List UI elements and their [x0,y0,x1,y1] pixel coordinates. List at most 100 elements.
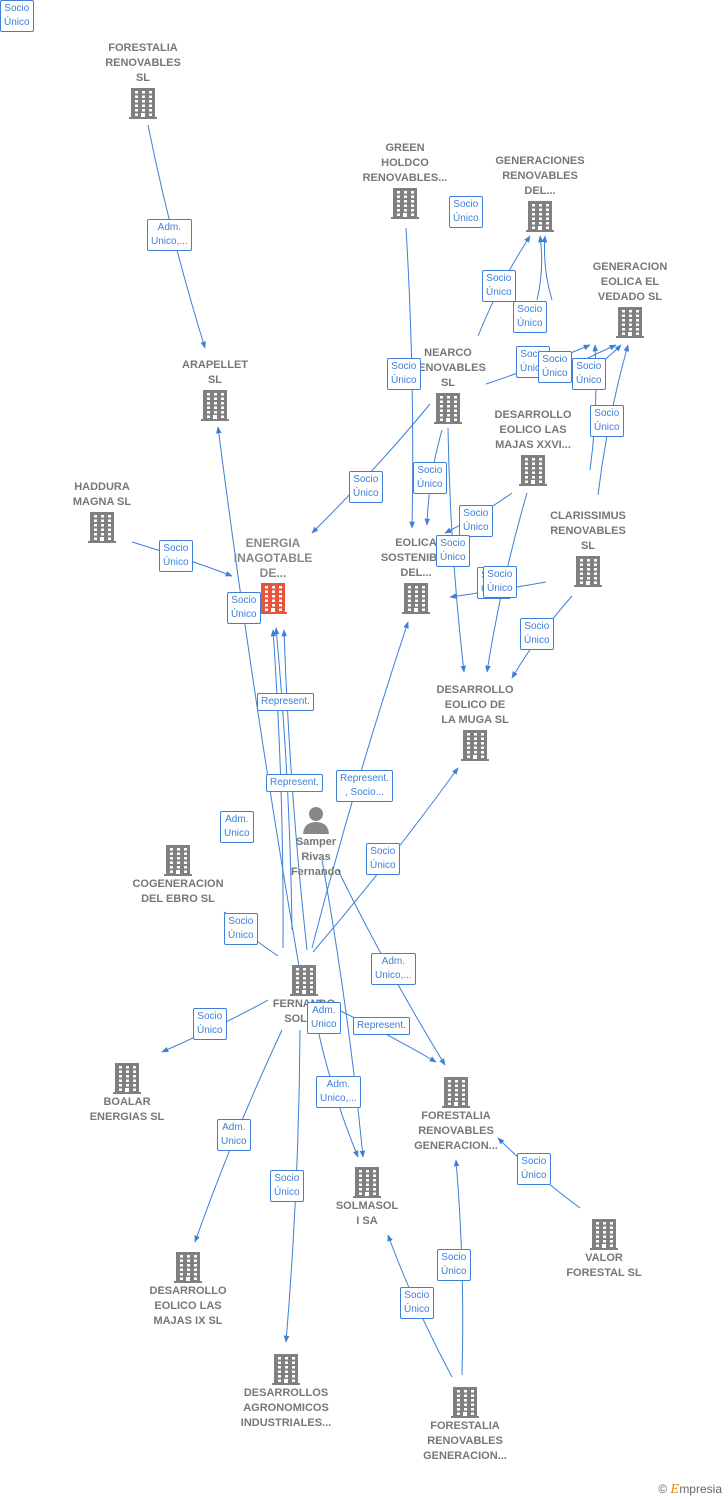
relation-badge[interactable]: Socio Único [590,405,624,437]
relation-badge[interactable]: Adm. Unico,... [371,953,416,985]
relation-badge[interactable]: Adm. Unico [220,811,254,843]
relation-badge[interactable]: Represent. [257,693,314,711]
node-label[interactable]: FORESTALIA RENOVABLES SL [105,42,181,84]
relation-edge [321,859,366,1158]
relation-badge[interactable]: Adm. Unico,... [316,1076,361,1108]
node-haddura[interactable]: HADDURA MAGNA SL [42,480,162,544]
node-label[interactable]: CLARISSIMUS RENOVABLES SL [550,510,626,552]
relation-badge[interactable]: Socio Único [227,592,261,624]
node-label[interactable]: VALOR FORESTAL SL [566,1252,642,1279]
relation-badge[interactable]: Socio Único [436,535,470,567]
building-icon [442,1077,470,1108]
relation-badge[interactable]: Socio Único [538,351,572,383]
node-label[interactable]: FERNANDO SOL SL [272,998,336,1025]
node-clarissimus[interactable]: CLARISSIMUS RENOVABLES SL [528,509,648,588]
brand-name: mpresia [679,1482,722,1496]
node-label[interactable]: GENERACIONES RENOVABLES DEL... [495,155,585,197]
node-label[interactable]: BOALAR ENERGIAS SL [89,1096,165,1123]
node-majasxxvi[interactable]: DESARROLLO EOLICO LAS MAJAS XXVI... [473,408,593,487]
building-icon [402,583,430,614]
node-vedado[interactable]: GENERACION EOLICA EL VEDADO SL [570,260,690,339]
node-label[interactable]: Samper Rivas Fernando [290,836,342,878]
node-fernasol[interactable]: FERNANDO SOL SL [244,963,364,1027]
node-label[interactable]: DESARROLLO EOLICO LAS MAJAS XXVI... [494,409,572,451]
node-forestalia[interactable]: FORESTALIA RENOVABLES SL [83,41,203,120]
copyright-symbol: © [658,1482,668,1496]
node-label[interactable]: FORESTALIA RENOVABLES GENERACION... [414,1110,498,1152]
building-icon [461,730,489,761]
relation-badge[interactable]: Socio Único [520,618,554,650]
relation-edge [216,426,301,973]
building-icon [174,1252,202,1283]
node-energia[interactable]: ENERGIA INAGOTABLE DE... [213,536,333,615]
building-icon [519,455,547,486]
node-label[interactable]: FORESTALIA RENOVABLES GENERACION... [423,1420,507,1462]
relation-badge[interactable]: Socio Único [193,1008,227,1040]
node-agronomicos[interactable]: DESARROLLOS AGRONOMICOS INDUSTRIALES... [226,1352,346,1431]
relation-badge[interactable]: Socio Único [387,358,421,390]
building-icon [272,1354,300,1385]
node-label[interactable]: EOLICA SOSTENIBLE DEL... [380,537,452,579]
node-label[interactable]: ARAPELLET SL [182,359,248,386]
node-generaciones[interactable]: GENERACIONES RENOVABLES DEL... [480,154,600,233]
node-person[interactable]: Samper Rivas Fernando [256,805,376,880]
relation-badge[interactable]: Socio Único [572,358,606,390]
node-label[interactable]: COGENERACION DEL EBRO SL [132,878,224,905]
relation-badge[interactable]: Socio Único [413,462,447,494]
node-frgen2[interactable]: FORESTALIA RENOVABLES GENERACION... [405,1385,525,1464]
node-label[interactable]: SOLMASOL I SA [335,1200,399,1227]
relation-badge[interactable]: Socio Único [0,0,34,32]
node-label[interactable]: DESARROLLOS AGRONOMICOS INDUSTRIALES... [240,1387,332,1429]
relation-badge[interactable]: Socio Único [513,301,547,333]
relation-edge [541,235,553,301]
node-frgen1[interactable]: FORESTALIA RENOVABLES GENERACION... [396,1075,516,1154]
relation-badge[interactable]: Socio Único [482,270,516,302]
node-label[interactable]: HADDURA MAGNA SL [72,481,132,508]
node-solmasol[interactable]: SOLMASOL I SA [307,1165,427,1229]
relation-badge[interactable]: Socio Único [449,196,483,228]
building-icon [590,1219,618,1250]
relation-badge[interactable]: Socio Único [483,566,517,598]
node-boalar[interactable]: BOALAR ENERGIAS SL [67,1061,187,1125]
relation-badge[interactable]: Represent. , Socio... [336,770,393,802]
relation-badge[interactable]: Socio Único [270,1170,304,1202]
empresia-logo: © Empresia [658,1482,722,1496]
node-label[interactable]: DESARROLLO EOLICO DE LA MUGA SL [436,684,514,726]
relation-badge[interactable]: Adm. Unico,... [147,219,192,251]
building-icon [259,583,287,614]
node-nearco[interactable]: NEARCO RENOVABLES SL [388,346,508,425]
building-icon [574,556,602,587]
relation-badge[interactable]: Socio Único [366,843,400,875]
building-icon [201,390,229,421]
node-eolica[interactable]: EOLICA SOSTENIBLE DEL... [356,536,476,615]
node-valor[interactable]: VALOR FORESTAL SL [544,1217,664,1281]
relation-edge [536,235,544,301]
relation-badge[interactable]: Adm. Unico [217,1119,251,1151]
building-icon [290,965,318,996]
node-cogeneracion[interactable]: COGENERACION DEL EBRO SL [118,843,238,907]
node-label[interactable]: GENERACION EOLICA EL VEDADO SL [592,261,668,303]
relation-badge[interactable]: Socio Único [437,1249,471,1281]
relation-badge[interactable]: Socio Único [159,540,193,572]
relation-badge[interactable]: Socio Único [517,1153,551,1185]
node-label[interactable]: DESARROLLO EOLICO LAS MAJAS IX SL [149,1285,227,1327]
node-label[interactable]: NEARCO RENOVABLES SL [410,347,486,389]
node-majasix[interactable]: DESARROLLO EOLICO LAS MAJAS IX SL [128,1250,248,1329]
node-muga[interactable]: DESARROLLO EOLICO DE LA MUGA SL [415,683,535,762]
relation-badge[interactable]: Socio Único [459,505,493,537]
node-label[interactable]: ENERGIA INAGOTABLE DE... [233,536,313,580]
relation-badge[interactable]: Socio Único [400,1287,434,1319]
node-label[interactable]: GREEN HOLDCO RENOVABLES... [362,142,448,184]
relation-badge[interactable]: Socio Único [349,471,383,503]
node-green[interactable]: GREEN HOLDCO RENOVABLES... [345,141,465,220]
building-icon [353,1167,381,1198]
node-arapellet[interactable]: ARAPELLET SL [155,358,275,422]
relation-badge[interactable]: Represent. [353,1017,410,1035]
relation-edge [311,403,431,534]
relation-badge[interactable]: Adm. Unico [307,1002,341,1034]
relation-badge[interactable]: Represent. [266,774,323,792]
building-icon [616,307,644,338]
building-icon [113,1063,141,1094]
relation-badge[interactable]: Socio Único [224,913,258,945]
building-icon [434,393,462,424]
